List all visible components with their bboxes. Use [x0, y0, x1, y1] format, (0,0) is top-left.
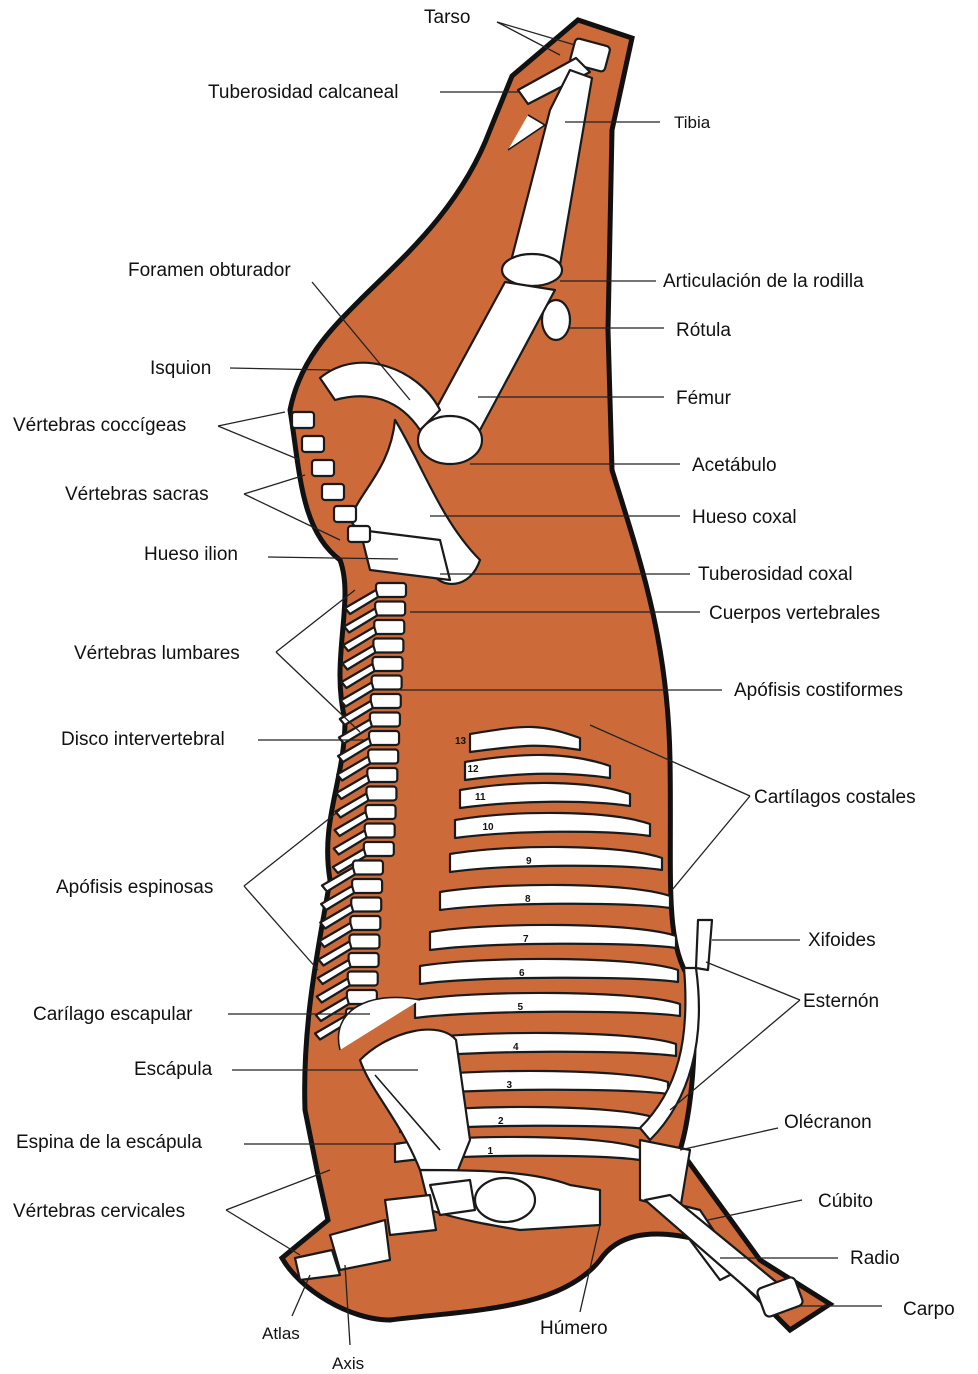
label-vertebras-lumbares: Vértebras lumbares — [74, 643, 240, 664]
label-apofisis-costiformes: Apófisis costiformes — [734, 680, 903, 701]
label-tuberosidad-calcaneal: Tuberosidad calcaneal — [208, 82, 398, 103]
tail-vertebra — [312, 460, 334, 476]
label-radio: Radio — [850, 1248, 900, 1269]
vertebra-body — [374, 620, 404, 634]
tail-vertebra — [322, 484, 344, 500]
vertebra-body — [349, 953, 379, 967]
tail-vertebra — [334, 506, 356, 522]
vertebra-body — [365, 824, 395, 838]
cervical-vertebra-2 — [385, 1195, 436, 1235]
vertebra-body — [370, 713, 400, 727]
vertebra-body — [375, 602, 405, 616]
label-femur: Fémur — [676, 388, 732, 409]
vertebra-body — [353, 861, 383, 875]
leader-tarso-2 — [497, 22, 560, 55]
humerus-head — [475, 1178, 535, 1222]
leader-sacras-1 — [244, 475, 305, 494]
label-axis: Axis — [332, 1354, 364, 1373]
vertebra-body — [368, 750, 398, 764]
leader-espinosas-2 — [244, 886, 318, 970]
label-hueso-ilion: Hueso ilion — [144, 544, 238, 565]
leader-costales-2 — [672, 796, 750, 890]
rib-number-label: 1 — [488, 1146, 494, 1157]
label-tibia: Tibia — [674, 113, 711, 132]
rib-number-label: 5 — [518, 1002, 524, 1013]
vertebra-body — [373, 639, 403, 653]
vertebra-body — [352, 879, 382, 893]
label-esternon: Esternón — [803, 991, 879, 1012]
leader-coccigeas-2 — [218, 426, 300, 460]
rib-number-label: 9 — [526, 856, 532, 867]
vertebra-body — [366, 805, 396, 819]
vertebra-body — [366, 787, 396, 801]
rib-number-label: 2 — [498, 1116, 504, 1127]
label-humero: Húmero — [540, 1318, 608, 1339]
label-tuberosidad-coxal: Tuberosidad coxal — [698, 564, 853, 585]
vertebra-body — [376, 583, 406, 597]
rib-number-label: 12 — [468, 764, 480, 775]
label-articulacion-rodilla: Articulación de la rodilla — [663, 271, 864, 292]
rib-number-label: 3 — [507, 1080, 513, 1091]
leader-coccigeas-1 — [218, 412, 285, 426]
vertebra-body — [349, 935, 379, 949]
rib-number-label: 4 — [513, 1042, 519, 1053]
rib-number-label: 13 — [455, 736, 467, 747]
rib-number-label: 10 — [483, 822, 495, 833]
label-atlas: Atlas — [262, 1324, 300, 1343]
label-isquion: Isquion — [150, 358, 211, 379]
label-cubito: Cúbito — [818, 1191, 873, 1212]
rib-number-label: 8 — [525, 894, 531, 905]
label-vertebras-coccigeas: Vértebras coccígeas — [13, 415, 186, 436]
rib-number-label: 11 — [475, 792, 486, 803]
leader-cervicales-2 — [226, 1210, 300, 1255]
vertebra-body — [369, 731, 399, 745]
vertebra-body — [373, 657, 403, 671]
label-acetabulo: Acetábulo — [692, 455, 777, 476]
label-espina-escapula: Espina de la escápula — [16, 1132, 202, 1153]
vertebra-body — [351, 898, 381, 912]
tail-vertebra — [292, 412, 314, 428]
label-disco-intervertebral: Disco intervertebral — [61, 729, 225, 750]
label-carpo: Carpo — [903, 1299, 955, 1320]
label-vertebras-sacras: Vértebras sacras — [65, 484, 209, 505]
label-tarso: Tarso — [424, 7, 470, 28]
label-cartilagos-costales: Cartílagos costales — [754, 787, 916, 808]
vertebra-body — [364, 842, 394, 856]
vertebra-body — [371, 694, 401, 708]
label-carilago-escapular: Carílago escapular — [33, 1004, 193, 1025]
vertebra-body — [350, 916, 380, 930]
label-vertebras-cervicales: Vértebras cervicales — [13, 1201, 185, 1222]
leader-olecranon — [680, 1128, 778, 1150]
label-foramen-obturador: Foramen obturador — [128, 260, 291, 281]
label-olecranon: Olécranon — [784, 1112, 872, 1133]
label-rotula: Rótula — [676, 320, 731, 341]
tail-vertebra — [348, 526, 370, 542]
tail-vertebra — [302, 436, 324, 452]
rib-number-label: 6 — [519, 968, 525, 979]
label-escapula: Escápula — [134, 1059, 213, 1080]
xiphoid-bone — [696, 920, 712, 970]
vertebra-body — [367, 768, 397, 782]
rib-number-label: 7 — [523, 934, 529, 945]
vertebra-body — [348, 972, 378, 986]
vertebra-body — [372, 676, 402, 690]
label-cuerpos-vertebrales: Cuerpos vertebrales — [709, 603, 880, 624]
label-xifoides: Xifoides — [808, 930, 876, 951]
leader-cervicales-1 — [226, 1170, 330, 1210]
label-apofisis-espinosas: Apófisis espinosas — [56, 877, 213, 898]
knee-joint-bone — [502, 254, 562, 286]
label-hueso-coxal: Hueso coxal — [692, 507, 797, 528]
leader-esternon-1 — [706, 962, 800, 1000]
